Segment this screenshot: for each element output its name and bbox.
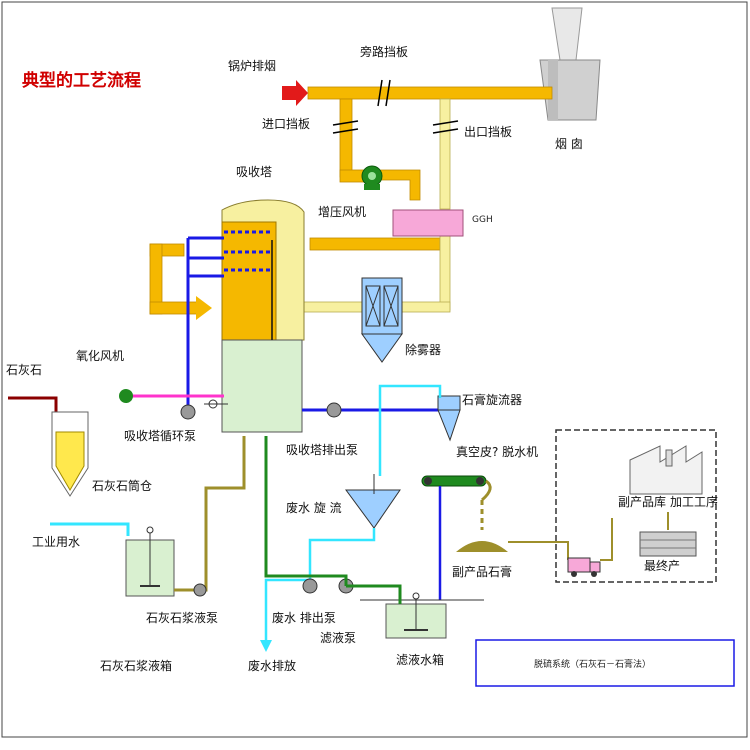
diagram-frame: [1, 1, 748, 738]
inlet-damper-label: 进口挡板: [262, 117, 310, 131]
pump-icon: [193, 583, 207, 597]
outlet-damper: [432, 120, 459, 134]
limestone-silo-label: 石灰石筒仓: [92, 478, 152, 493]
gypsum-transport-line: [508, 541, 569, 560]
absorber-label: 吸收塔: [236, 165, 272, 179]
limestone-feed-line: [8, 396, 58, 412]
drain-arrow-icon: [260, 640, 272, 652]
spray-headers: [186, 230, 272, 410]
process-caption: 脱硫系统（石灰石－石膏法）: [534, 658, 651, 670]
final-product-label: 最终产: [644, 558, 680, 573]
ggh-label: GGH: [472, 215, 493, 225]
pump-icon: [326, 402, 342, 418]
demister-label: 除雾器: [405, 342, 441, 357]
truck-icon: [567, 557, 601, 577]
absorber-discharge-pump-label: 吸收塔排出泵: [286, 443, 358, 457]
limestone-slurry-tank-label: 石灰石浆液箱: [100, 658, 172, 673]
pump-icon: [180, 399, 228, 420]
vacuum-belt-filter: [421, 475, 492, 530]
limestone-slurry-line: [174, 436, 246, 592]
filtrate-pump-label: 滤液泵: [320, 630, 356, 645]
wastewater-cyclone-label: 废水 旋 流: [286, 500, 342, 515]
limestone-slurry-pump-label: 石灰石浆液泵: [146, 610, 218, 625]
demister: [361, 277, 403, 363]
cyclone-overflow-line: [378, 384, 442, 476]
bypass-damper: [377, 79, 391, 107]
clean-gas-ducts: [299, 98, 451, 313]
factory-icon: [629, 445, 703, 495]
booster-fan-label: 增压风机: [318, 205, 366, 219]
filtrate-tank-feed-line: [346, 584, 402, 604]
filtrate-return-line: [264, 436, 348, 586]
gypsum-cyclone-label: 石膏旋流器: [462, 392, 522, 407]
industrial-water-line: [50, 522, 130, 536]
process-caption-box: [475, 639, 735, 687]
wastewater-discharge-pump-label: 废水 排出泵: [272, 610, 336, 625]
red-arrow-icon: [282, 80, 308, 106]
byproduct-gypsum-label: 副产品石膏: [452, 564, 512, 579]
ggh-unit: [392, 209, 464, 237]
limestone-silo: [51, 411, 89, 497]
fan-icon: [361, 165, 383, 190]
byproduct-warehouse-label: 副产品库: [618, 494, 666, 509]
filtrate-tank: [385, 592, 447, 639]
absorber-discharge-line: [302, 398, 442, 412]
diagram-title: 典型的工艺流程: [22, 70, 141, 91]
processing-label: 加工工序: [670, 494, 718, 509]
inlet-damper: [332, 120, 359, 134]
outlet-damper-label: 出口挡板: [464, 125, 512, 139]
absorber-circ-pump-label: 吸收塔循环泵: [124, 429, 196, 443]
limestone-slurry-tank: [125, 526, 175, 597]
filtrate-tank-label: 滤液水箱: [396, 652, 444, 667]
boiler-flue-gas-label: 锅炉排烟: [228, 58, 276, 73]
limestone-label: 石灰石: [6, 363, 42, 377]
industrial-water-label: 工业用水: [32, 535, 80, 549]
chimney-label: 烟 囱: [555, 137, 583, 151]
chimney: [539, 7, 601, 121]
bypass-damper-label: 旁路挡板: [360, 44, 408, 59]
wastewater-drain-line: [264, 578, 310, 646]
wastewater-line: [308, 528, 376, 580]
absorber-tower: [221, 199, 305, 433]
wastewater-cyclone: [345, 474, 401, 529]
byproduct-area: [555, 429, 717, 583]
truck-to-warehouse-line: [600, 518, 613, 561]
oxidation-fan-label: 氧化风机: [76, 349, 124, 363]
vacuum-belt-label: 真空皮? 脱水机: [456, 444, 538, 459]
fan-icon: [119, 389, 133, 403]
gypsum-cyclone: [437, 395, 461, 442]
wastewater-drain-label: 废水排放: [248, 658, 296, 673]
gypsum-pile: [456, 541, 508, 552]
final-product-stack: [639, 531, 697, 557]
